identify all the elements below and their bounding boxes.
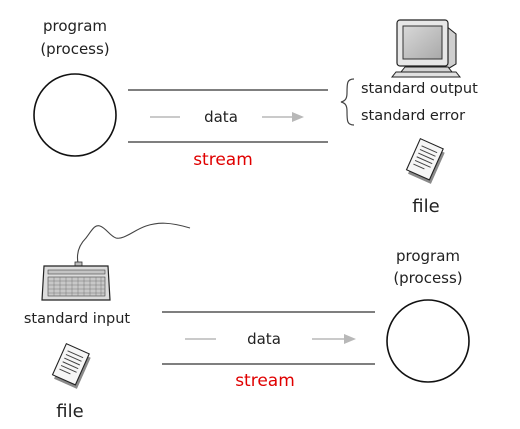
monitor-icon — [390, 19, 462, 78]
bottom-file-label: file — [56, 401, 83, 422]
top-document-icon — [405, 137, 445, 184]
standard-error-label: standard error — [361, 108, 465, 124]
keyboard-cable — [76, 222, 191, 264]
top-stream-label: stream — [193, 150, 253, 170]
top-process-label: (process) — [40, 40, 109, 58]
top-program-circle — [33, 73, 117, 157]
keyboard-icon — [41, 261, 111, 301]
bottom-document-icon — [51, 342, 91, 389]
bottom-data-label: data — [247, 330, 281, 348]
top-section: program (process) data stream standard o… — [33, 17, 478, 217]
bottom-arrow-head — [344, 334, 356, 344]
bottom-process-label: (process) — [393, 269, 462, 287]
standard-output-label: standard output — [361, 81, 478, 97]
top-program-label: program — [43, 17, 107, 35]
top-output-brace — [340, 78, 355, 126]
top-arrow-head — [292, 112, 304, 122]
bottom-section: standard input file data stream program … — [24, 222, 470, 422]
bottom-program-circle — [386, 299, 470, 383]
bottom-stream-label: stream — [235, 371, 295, 391]
standard-input-label: standard input — [24, 311, 131, 327]
bottom-program-label: program — [396, 247, 460, 265]
top-file-label: file — [412, 196, 439, 217]
top-data-label: data — [204, 108, 238, 126]
